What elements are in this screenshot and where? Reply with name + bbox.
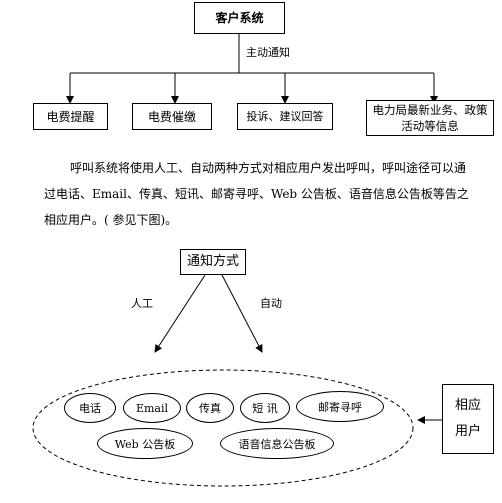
manual-label: 人工 — [131, 297, 153, 310]
channel-label-voice-board: 语音信息公告板 — [238, 437, 316, 451]
channel-oval-voice-board: 语音信息公告板 — [220, 428, 334, 459]
channel-oval-fax: 传真 — [186, 393, 234, 423]
arrow-manual — [154, 274, 206, 353]
channel-oval-mail-pager: 邮寄寻呼 — [296, 391, 384, 422]
child-label-2: 电费催缴 — [147, 109, 196, 124]
channel-label-fax: 传真 — [199, 402, 221, 415]
channel-oval-sms: 短 讯 — [240, 393, 290, 423]
channel-label-email: Email — [135, 401, 169, 415]
channel-oval-web-board: Web 公告板 — [97, 428, 193, 459]
paragraph-line-3: 相应用户。( 参见下图)。 — [44, 213, 178, 227]
target-user-line-1: 相应 — [454, 398, 481, 413]
paragraph-line-1: 呼叫系统将使用人工、自动两种方式对相应用户发出呼叫，呼叫途径可以通 — [70, 161, 467, 175]
child-label-3: 投诉、建议回答 — [246, 109, 324, 123]
notify-method-label: 通知方式 — [186, 254, 239, 269]
channel-label-phone: 电话 — [79, 402, 101, 415]
channels-dashed-ellipse — [32, 369, 414, 487]
channel-label-mail-pager: 邮寄寻呼 — [318, 400, 362, 414]
channel-label-sms: 短 讯 — [252, 402, 278, 415]
child-box-3: 投诉、建议回答 — [237, 103, 333, 130]
root-box: 客户系统 — [194, 2, 285, 34]
target-user-line-2: 用户 — [454, 424, 481, 439]
channel-oval-email: Email — [123, 393, 181, 423]
description-paragraph: 呼叫系统将使用人工、自动两种方式对相应用户发出呼叫，呼叫途径可以通 过电话、Em… — [44, 155, 484, 233]
auto-label: 自动 — [260, 297, 282, 310]
target-user-box: 相应 用户 — [442, 384, 494, 454]
child-box-4: 电力局最新业务、政策活动等信息 — [366, 100, 494, 136]
child-label-1: 电费提醒 — [46, 109, 95, 124]
notify-method-box: 通知方式 — [180, 249, 246, 275]
channel-label-web-board: Web 公告板 — [114, 437, 176, 451]
paragraph-line-2: 过电话、Email、传真、短讯、邮寄寻呼、Web 公告板、语音信息公告板等告之 — [44, 187, 469, 201]
child-label-4: 电力局最新业务、政策活动等信息 — [372, 103, 488, 133]
child-box-2: 电费催缴 — [132, 103, 212, 130]
child-box-1: 电费提醒 — [33, 103, 108, 130]
edge-label: 主动通知 — [246, 46, 290, 59]
channel-oval-phone: 电话 — [64, 393, 116, 423]
root-label: 客户系统 — [215, 11, 264, 25]
arrow-auto — [221, 274, 263, 353]
